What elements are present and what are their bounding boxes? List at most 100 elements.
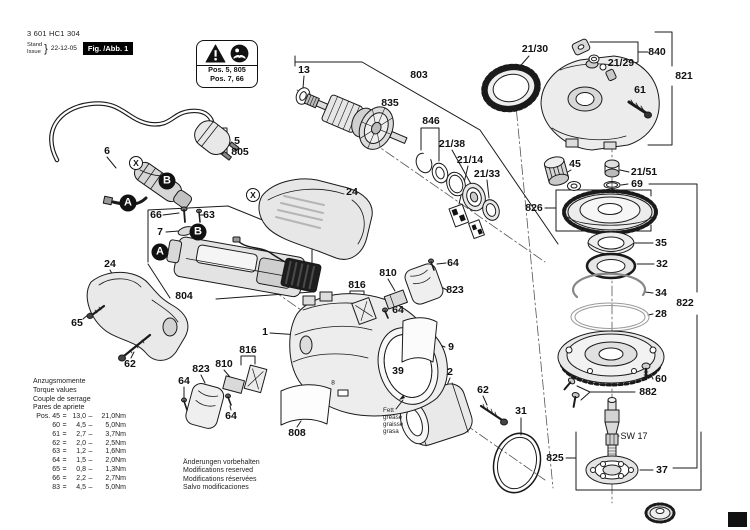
torque-max: 5,0Nm (105, 421, 126, 429)
callout-825: 825 (546, 452, 564, 464)
grease-arrow (395, 395, 405, 410)
callout-822: 822 (676, 297, 694, 309)
brace-glyph: } (44, 42, 48, 55)
callout-63: 63 (203, 209, 215, 221)
callout-803: 803 (410, 69, 428, 81)
torque-max: 1,6Nm (105, 448, 126, 456)
armature-835 (303, 93, 408, 150)
torque-pos: 64 (52, 457, 60, 465)
grease-note: Fett grease graisse grasa (383, 407, 403, 436)
torque-min: 2,0 (76, 439, 86, 447)
read-manual-icon (230, 44, 249, 63)
registration-mark (728, 512, 747, 527)
callout-60: 60 (655, 373, 667, 385)
callout-21-14: 21/14 (456, 154, 484, 166)
callout-24-cover: 24 (346, 186, 358, 198)
callout-808: 808 (288, 427, 306, 439)
torque-pos: 63 (52, 448, 60, 456)
callout-21-33: 21/33 (473, 168, 501, 180)
warning-triangle-icon (205, 44, 226, 63)
issue-date: 22-12-05 (50, 45, 77, 52)
callout-39: 39 (392, 365, 404, 377)
callout-65: 65 (71, 317, 83, 329)
torque-max: 2,5Nm (105, 439, 126, 447)
torque-pos: 60 (52, 421, 60, 429)
ring-gear-21-30 (481, 63, 541, 113)
torque-row: 62=2,0–2,5Nm (33, 440, 126, 449)
callout-6: 6 (104, 145, 110, 157)
bearing-37 (585, 455, 639, 485)
callout-28: 28 (655, 308, 667, 320)
title-block: 3 601 HC1 304 Stand Issue } 22-12-05 Fig… (27, 29, 134, 55)
torque-min: 4,5 (76, 421, 86, 429)
gear-housing-821 (540, 55, 660, 151)
callout-810-left: 810 (215, 358, 233, 370)
grease-line: grasa (383, 427, 399, 435)
callout-805: 805 (231, 146, 249, 158)
callout-61: 61 (634, 84, 646, 96)
notice-line: Modifications réservées (183, 475, 257, 483)
torque-row: 65=0,8–1,3Nm (33, 466, 126, 475)
callout-32: 32 (656, 258, 668, 270)
torque-max: 1,3Nm (105, 465, 126, 473)
callout-816-right: 816 (348, 279, 366, 291)
torque-pos: 61 (52, 430, 60, 438)
torque-min: 2,2 (76, 474, 86, 482)
callout-823-right: 823 (446, 284, 464, 296)
callout-1: 1 (262, 326, 268, 338)
callout-816-left: 816 (239, 344, 257, 356)
callout-64-left-top: 64 (178, 375, 190, 387)
callout-21-38: 21/38 (438, 138, 466, 150)
torque-min: 1,5 (76, 457, 86, 465)
callout-2: 2 (447, 366, 453, 378)
torque-min: 0,8 (76, 465, 86, 473)
brush-left (181, 364, 268, 429)
callout-5: 5 (234, 135, 240, 147)
ring-28 (570, 302, 650, 332)
callout-826: 826 (525, 202, 543, 214)
cord-sleeve-6 (102, 161, 193, 209)
callout-840: 840 (648, 46, 666, 58)
power-cord-5 (49, 101, 240, 163)
torque-min: 2,7 (76, 430, 86, 438)
callout-37: 37 (656, 464, 668, 476)
torque-max: 5,0Nm (105, 483, 126, 491)
torque-row: Pos. 45=13,0–21,0Nm (33, 413, 126, 422)
torque-min: 4,5 (76, 483, 86, 491)
torque-title: Pares de apriete (33, 404, 85, 412)
marker-b-cord: B (158, 172, 176, 190)
torque-min: 1,2 (76, 448, 86, 456)
marker-x-cord: X (129, 156, 143, 170)
stand-issue-label: Stand Issue (27, 42, 43, 55)
torque-row: 61=2,7–3,7Nm (33, 431, 126, 440)
pinion-45 (543, 156, 581, 191)
callout-823-left: 823 (192, 363, 210, 375)
bevel-gear (644, 502, 676, 524)
figure-label: Fig. /Abb. 1 (82, 42, 134, 55)
callout-62-right: 62 (477, 384, 489, 396)
torque-title: Anzugsmomente (33, 378, 86, 385)
callout-7: 7 (157, 226, 163, 238)
sticker-808 (280, 384, 332, 426)
grease-line: Fett (383, 407, 394, 414)
callout-13: 13 (298, 64, 310, 76)
type-number: 3 601 HC1 304 (27, 29, 81, 38)
brush-right (351, 258, 444, 325)
handle-housing-24 (86, 271, 189, 361)
callout-21-29: 21/29 (607, 57, 635, 69)
callout-64-right-bottom: 64 (392, 304, 404, 316)
screw-65 (86, 304, 106, 319)
torque-max: 3,7Nm (105, 430, 126, 438)
warning-pos-line: Pos. 7, 66 (210, 73, 244, 83)
torque-pos: 83 (52, 483, 60, 491)
spindle-lock-21-51 (603, 159, 621, 189)
callout-882: 882 (639, 386, 657, 398)
screw-62-left (118, 333, 152, 362)
grease-line: grease (383, 413, 403, 421)
spindle-sw17 (604, 397, 620, 459)
callout-66: 66 (150, 209, 162, 221)
notices: Änderungen vorbehalten Modifications res… (183, 459, 260, 492)
marker-a-switch: A (151, 243, 169, 261)
callout-31: 31 (515, 405, 527, 417)
